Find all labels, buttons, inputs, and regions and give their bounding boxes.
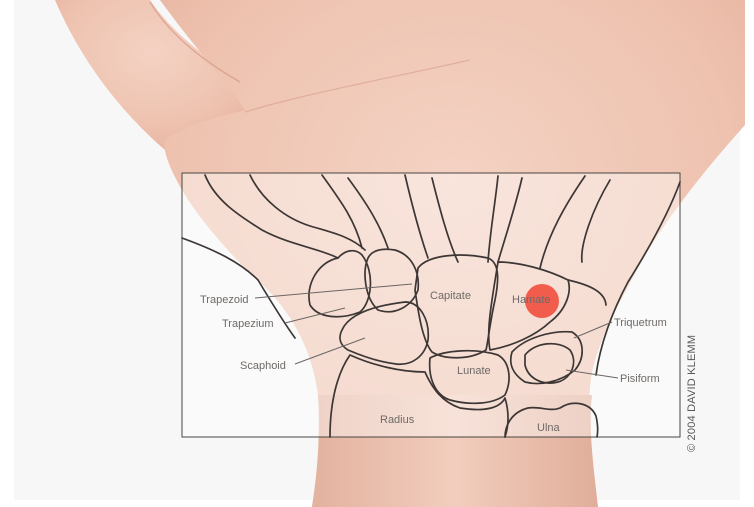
label-scaphoid: Scaphoid <box>240 360 286 372</box>
label-triquetrum: Triquetrum <box>614 317 667 329</box>
label-radius: Radius <box>380 414 414 426</box>
label-pisiform: Pisiform <box>620 373 660 385</box>
label-trapezium: Trapezium <box>222 318 274 330</box>
label-ulna: Ulna <box>537 422 560 434</box>
label-lunate: Lunate <box>457 365 491 377</box>
copyright-credit: © 2004 DAVID KLEMM <box>686 335 698 452</box>
label-hamate: Hamate <box>512 294 551 306</box>
label-capitate: Capitate <box>430 290 471 302</box>
label-trapezoid: Trapezoid <box>200 294 249 306</box>
